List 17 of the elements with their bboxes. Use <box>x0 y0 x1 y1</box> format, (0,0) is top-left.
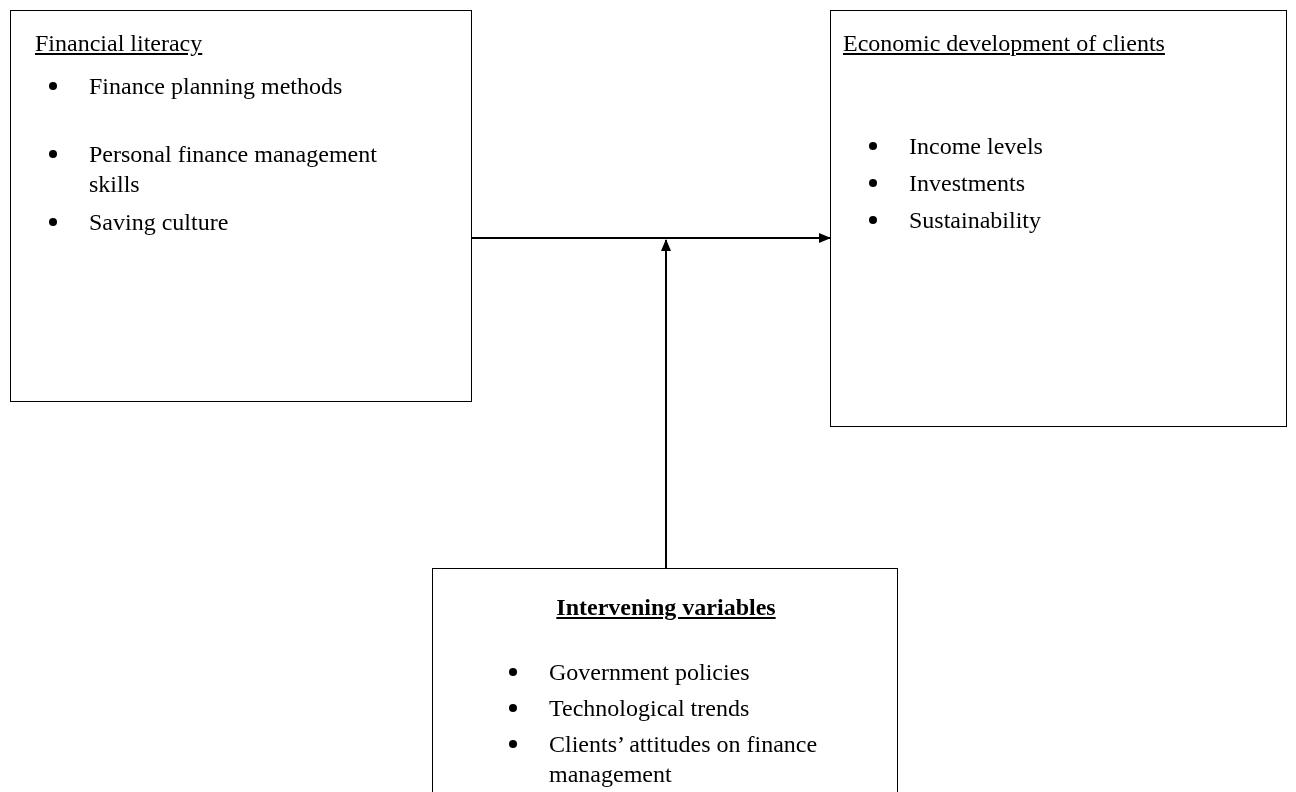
arrow <box>661 239 671 569</box>
box-heading: Financial literacy <box>35 29 204 58</box>
concept-box <box>10 10 472 402</box>
box-heading: Intervening variables <box>555 593 777 622</box>
bullet-text: Sustainability <box>909 206 1042 235</box>
bullet-text: Technological trends <box>549 694 751 723</box>
bullet-text: Saving culture <box>89 208 230 237</box>
concept-box <box>432 568 898 792</box>
bullet-text: Government policies <box>549 658 751 687</box>
box-heading: Economic development of clients <box>843 29 1166 58</box>
bullet-text: Investments <box>909 169 1026 198</box>
arrow <box>471 233 831 243</box>
bullet-text: Finance planning methods <box>89 72 344 101</box>
concept-box <box>830 10 1287 427</box>
bullet-text: Personal finance management skills <box>89 140 378 199</box>
bullet-text: Income levels <box>909 132 1044 161</box>
bullet-text: Clients’ attitudes on finance management <box>549 730 819 789</box>
